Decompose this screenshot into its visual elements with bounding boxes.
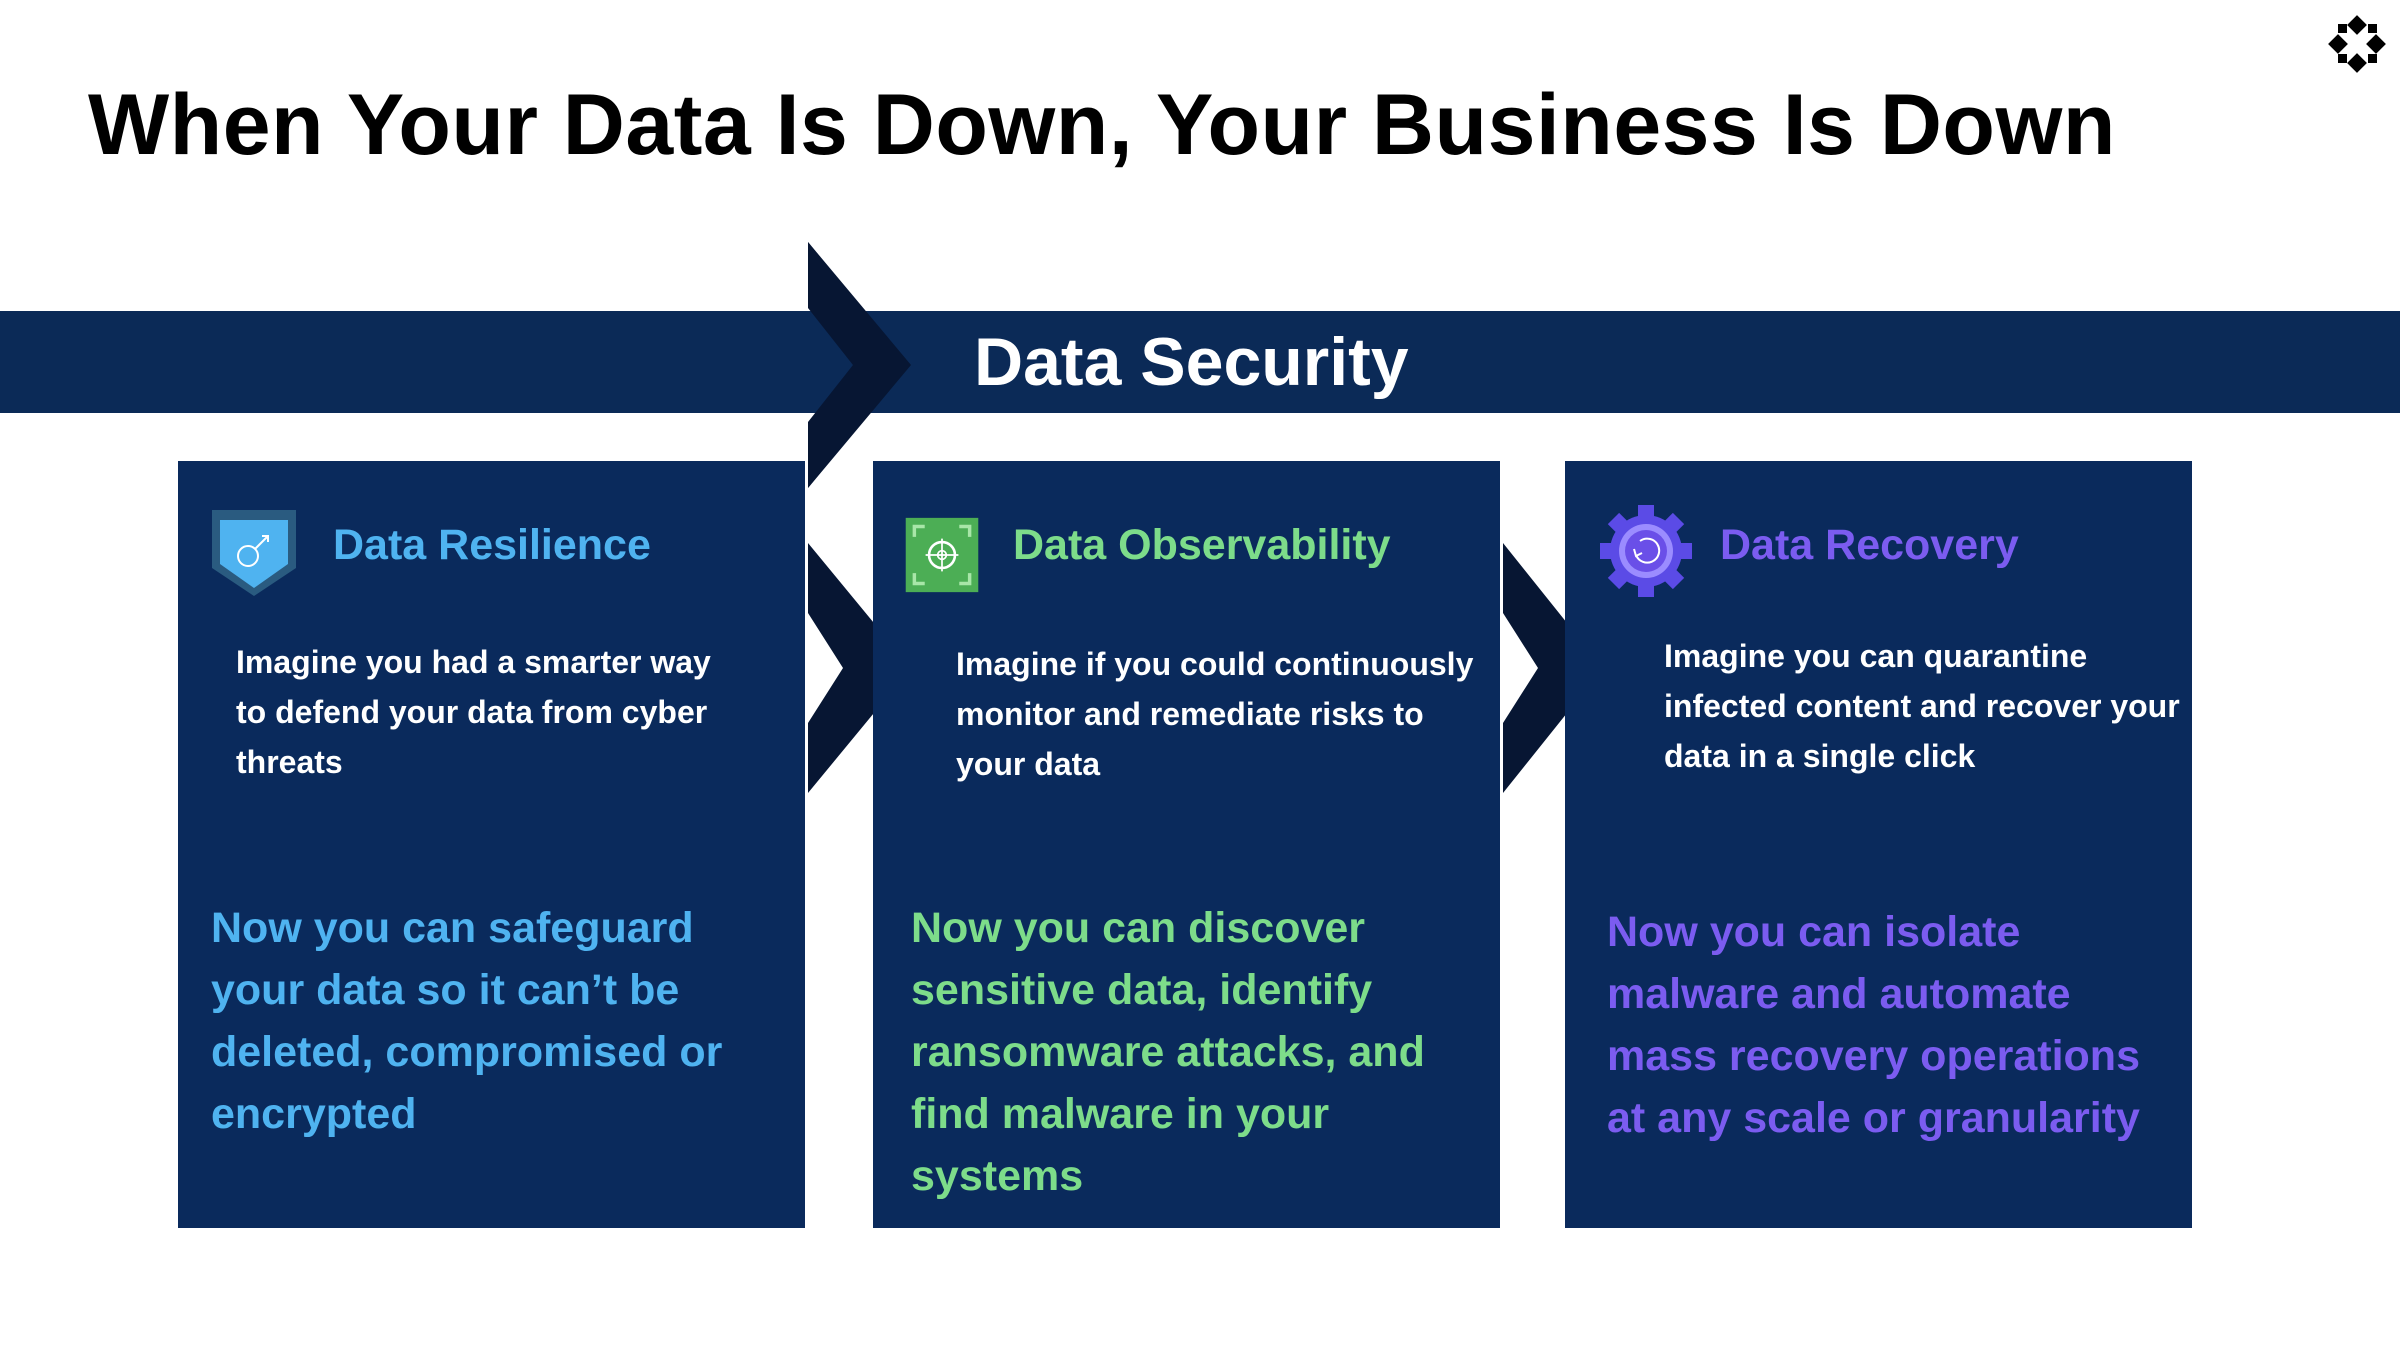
card-body: Imagine you had a smarter way to defend … <box>236 644 711 780</box>
data-security-band <box>0 311 2400 413</box>
band-chevron <box>808 242 911 488</box>
company-logo-icon <box>2328 15 2386 73</box>
card-data-resilience: Data Resilience Imagine you had a smarte… <box>178 461 805 1228</box>
card-outcome: Now you can isolate malware and automate… <box>1607 908 2140 1142</box>
card-body: Imagine if you could continuously monito… <box>956 646 1474 782</box>
card-outcome: Now you can safeguard your data so it ca… <box>211 904 723 1138</box>
band-title: Data Security <box>974 324 1409 400</box>
slide-title: When Your Data Is Down, Your Business Is… <box>88 77 2116 173</box>
card-chevron <box>808 543 911 793</box>
card-heading: Data Recovery <box>1720 521 2019 569</box>
card-heading: Data Resilience <box>333 521 651 569</box>
card-chevron <box>1503 543 1603 793</box>
card-heading: Data Observability <box>1013 521 1391 569</box>
card-outcome: Now you can discover sensitive data, ide… <box>911 904 1425 1200</box>
shield-key-icon <box>212 510 296 596</box>
card-data-observability: Data Observability Imagine if you could … <box>873 461 1500 1228</box>
target-scan-icon <box>905 517 979 593</box>
card-body: Imagine you can quarantine infected cont… <box>1664 638 2180 774</box>
card-data-recovery: Data Recovery Imagine you can quarantine… <box>1565 461 2192 1228</box>
gear-recovery-icon <box>1600 505 1692 597</box>
